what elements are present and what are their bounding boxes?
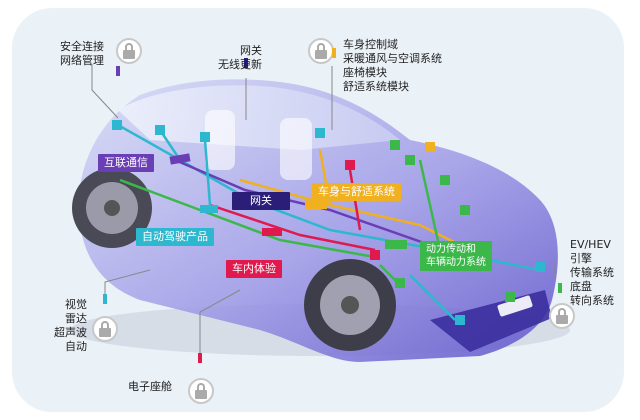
sensors-line-2: 雷达 [65,312,87,325]
gateway-ota-line-1: 网关 [240,44,262,57]
cockpit-line-1: 电子座舱 [128,380,172,393]
license-plate [497,295,533,317]
body-domain-line-1: 车身控制域 [343,38,398,51]
body-domain-label: 车身控制域 采暖通风与空调系统 座椅模块 舒适系统模块 [343,38,442,94]
tag-gateway: 网关 [232,192,290,210]
security-label: 安全连接 网络管理 [60,40,104,68]
ecu-nodes [112,120,545,325]
ev-line-1: EV/HEV [570,238,611,251]
lock-icon [308,38,334,64]
gateway-ota-line-2: 无线更新 [218,58,262,71]
cockpit-tick [198,353,202,363]
sensors-line-3: 超声波 [54,326,87,339]
tag-in-vehicle: 车内体验 [226,260,282,278]
lock-icon [116,38,142,64]
ev-line-3: 传输系统 [570,266,614,279]
body-domain-line-3: 座椅模块 [343,66,387,79]
ev-line-4: 底盘 [570,280,592,293]
powertrain-tick [558,283,562,293]
ev-line-2: 引擎 [570,252,592,265]
security-line-1: 安全连接 [60,40,104,53]
leader-lines [91,64,556,355]
tag-body-comfort: 车身与舒适系统 [312,183,401,201]
body-tick [332,48,336,58]
sensors-label: 视觉 雷达 超声波 自动 [54,298,87,354]
cockpit-label: 电子座舱 [128,380,172,394]
lock-icon [188,378,214,404]
sensors-line-4: 自动 [65,340,87,353]
tag-powertrain-line-1: 动力传动和 [426,244,476,255]
connectivity-tick [116,66,120,76]
gateway-ota-label: 网关 无线更新 [218,44,262,72]
tag-connectivity: 互联通信 [98,154,154,172]
car-windows [118,85,400,150]
tag-powertrain-line-2: 车辆动力系统 [426,257,486,268]
adas-tick [103,294,107,304]
tag-adas: 自动驾驶产品 [136,228,214,246]
gateway-tick [244,58,248,68]
lock-icon [549,303,575,329]
seat-right [280,118,312,180]
wheel-front [304,259,396,351]
body-domain-line-4: 舒适系统模块 [343,80,409,93]
body-domain-line-2: 采暖通风与空调系统 [343,52,442,65]
wheel-rear [72,168,152,248]
seat-left [205,110,235,170]
sensors-line-1: 视觉 [65,298,87,311]
tag-powertrain: 动力传动和 车辆动力系统 [420,241,492,271]
ev-line-5: 转向系统 [570,294,614,307]
ev-label: EV/HEV 引擎 传输系统 底盘 转向系统 [570,238,614,308]
car-body [78,79,558,362]
security-line-2: 网络管理 [60,54,104,67]
lock-icon [92,316,118,342]
